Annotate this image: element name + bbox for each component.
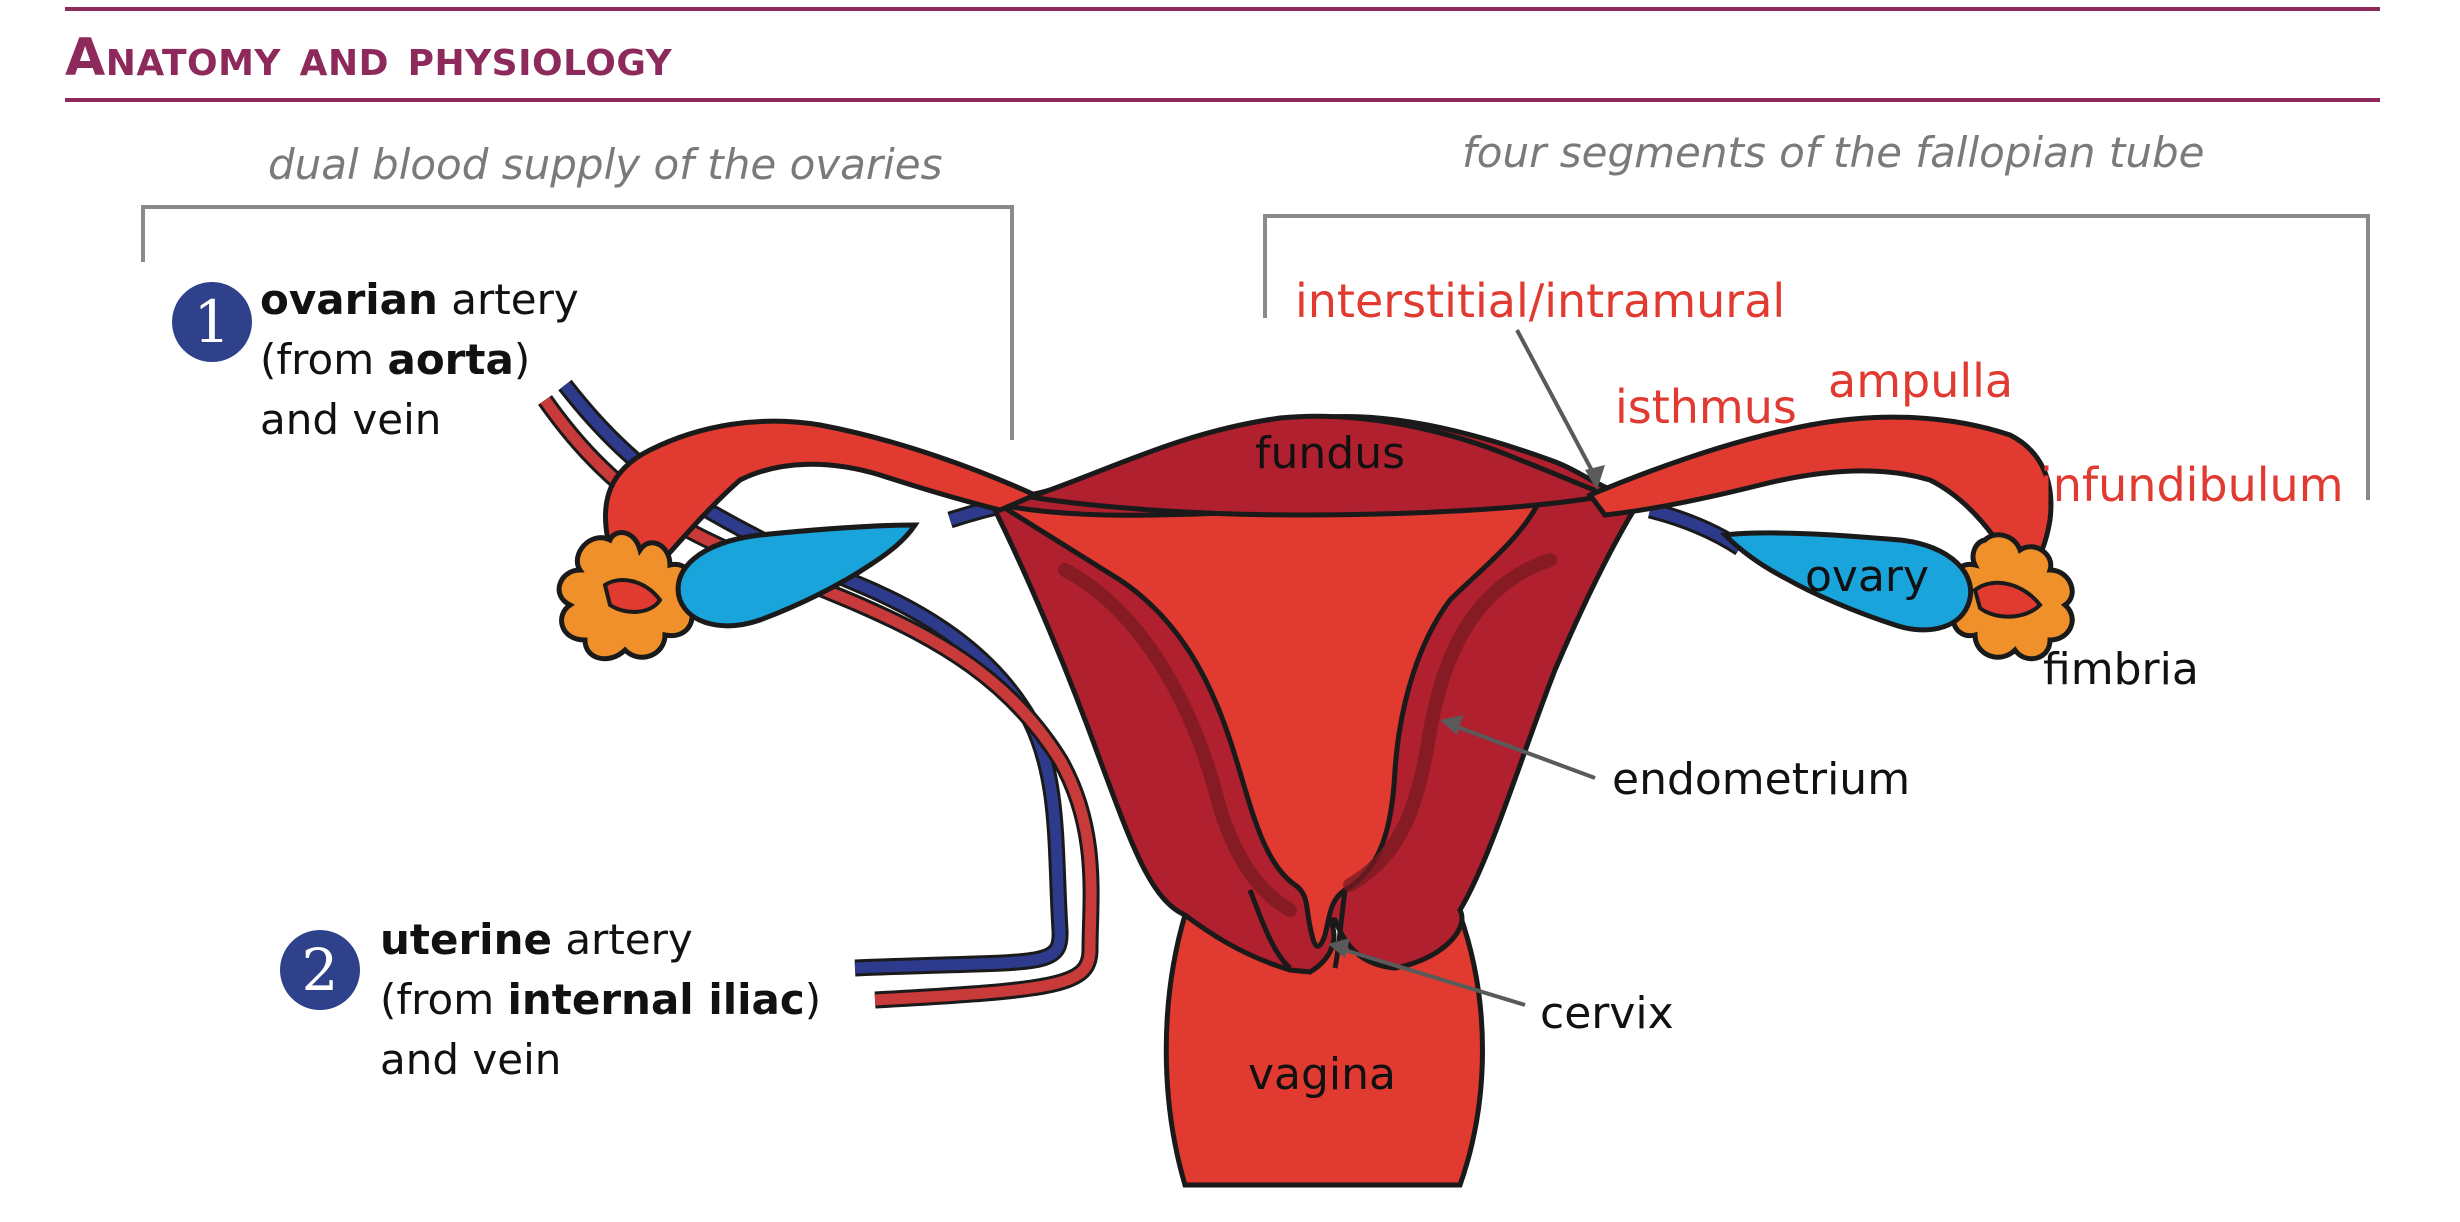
- ovarian-vessel-label: ovarian artery (from aorta) and vein: [260, 270, 579, 450]
- blood-supply-bracket: [141, 205, 1014, 440]
- label-endometrium: endometrium: [1612, 754, 1911, 805]
- ovarian-artery-word: artery: [437, 275, 579, 324]
- label-ampulla: ampulla: [1828, 354, 2014, 408]
- endometrium-stripe-left: [1058, 563, 1297, 917]
- header-top-rule: [65, 7, 2380, 11]
- uterine-vein-text: and vein: [380, 1035, 562, 1084]
- left-ovary: [675, 522, 920, 629]
- ovarian-from-post: ): [513, 335, 531, 384]
- cervix-pointer: [1337, 946, 1526, 1007]
- page-title: Anatomy and physiology: [65, 28, 673, 88]
- uterine-name: uterine: [380, 915, 552, 964]
- ovarian-from-pre: (from: [260, 335, 388, 384]
- fundus-dome: [1029, 413, 1611, 518]
- uterine-from-pre: (from: [380, 975, 508, 1024]
- uterine-from-post: ): [804, 975, 822, 1024]
- right-ovary: [1719, 530, 1974, 633]
- label-fimbria: fimbria: [2043, 644, 2199, 695]
- tube-segments-bracket: [1263, 214, 2370, 500]
- uterine-source: internal iliac: [507, 975, 805, 1024]
- tube-segments-heading: four segments of the fallopian tube: [1462, 128, 2205, 177]
- uterine-artery-word: artery: [551, 915, 693, 964]
- endometrium-pointer: [1451, 723, 1596, 780]
- header-bottom-rule: [65, 98, 2380, 102]
- label-infundibulum: infundibulum: [2040, 458, 2344, 512]
- endometrium-stripe-right: [1343, 553, 1557, 892]
- blood-supply-heading: dual blood supply of the ovaries: [268, 140, 943, 189]
- label-vagina: vagina: [1248, 1049, 1397, 1100]
- uterine-number-badge: 2: [280, 930, 360, 1010]
- label-fundus: fundus: [1255, 428, 1406, 479]
- uterine-vessel-label: uterine artery (from internal iliac) and…: [380, 910, 821, 1090]
- label-isthmus: isthmus: [1615, 380, 1797, 434]
- ovarian-name: ovarian: [260, 275, 438, 324]
- ovarian-source: aorta: [387, 335, 514, 384]
- interstitial-pointer: [1515, 329, 1599, 481]
- label-cervix: cervix: [1540, 988, 1674, 1039]
- ovarian-vein-text: and vein: [260, 395, 442, 444]
- label-interstitial: interstitial/intramural: [1295, 274, 1786, 328]
- ovarian-number-badge: 1: [172, 282, 252, 362]
- label-ovary: ovary: [1805, 551, 1930, 602]
